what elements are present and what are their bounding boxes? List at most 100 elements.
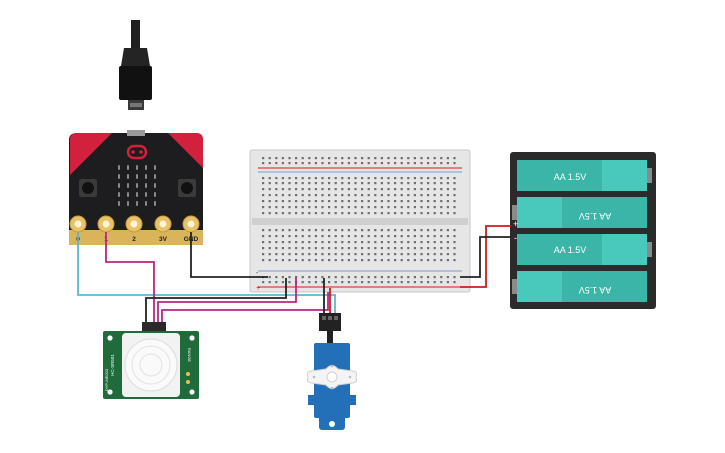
hole	[288, 182, 291, 185]
hole	[308, 200, 311, 203]
pin-3v[interactable]: 3V	[154, 215, 172, 243]
hole	[407, 200, 410, 203]
hole	[433, 177, 436, 180]
hole	[308, 177, 311, 180]
hole	[374, 229, 377, 232]
hole	[314, 253, 317, 256]
hole	[295, 259, 298, 262]
hole	[367, 194, 370, 197]
button-b[interactable]	[178, 179, 196, 197]
pir-sensor[interactable]: HC-SR501 DYP-ME003 RANGE	[103, 322, 199, 399]
hole	[301, 200, 304, 203]
wire-magenta-pir-2[interactable]	[161, 292, 329, 332]
hole	[427, 200, 430, 203]
hole	[446, 241, 449, 244]
battery-pack[interactable]: AA 1.5V AA 1.5V AA 1.5V AA 1.5V + -	[510, 152, 656, 309]
hole	[394, 157, 397, 160]
hole	[413, 162, 416, 165]
hole	[387, 157, 390, 160]
hole	[407, 182, 410, 185]
hole	[308, 235, 311, 238]
hole	[361, 253, 364, 256]
hole	[400, 253, 403, 256]
hole	[400, 200, 403, 203]
wire-black-pir[interactable]	[145, 278, 287, 332]
pin-1[interactable]: 1	[97, 215, 115, 243]
hole	[420, 235, 423, 238]
hole	[308, 206, 311, 209]
hole	[328, 235, 331, 238]
hole	[275, 162, 278, 165]
hole	[453, 229, 456, 232]
hole	[321, 212, 324, 215]
microbit-board[interactable]: 0 1 2 3V GND	[69, 130, 203, 245]
hole	[314, 194, 317, 197]
hole	[380, 276, 383, 279]
hole	[394, 194, 397, 197]
hole	[394, 182, 397, 185]
led-matrix	[118, 165, 156, 206]
breadboard[interactable]: + -	[249, 149, 471, 293]
pin-2-label: 2	[132, 236, 136, 243]
hole	[427, 206, 430, 209]
wire-black-battery[interactable]	[460, 236, 511, 278]
hole	[394, 241, 397, 244]
battery-cell-1-label: AA 1.5V	[554, 172, 587, 182]
hole	[354, 194, 357, 197]
hole	[295, 206, 298, 209]
button-a[interactable]	[79, 179, 97, 197]
rail-minus-label: -	[256, 270, 259, 277]
hole	[341, 259, 344, 262]
hole	[275, 241, 278, 244]
hole	[301, 281, 304, 284]
hole	[275, 259, 278, 262]
wire-magenta-pir[interactable]	[157, 278, 297, 332]
hole	[420, 212, 423, 215]
hole	[380, 188, 383, 191]
hole	[314, 241, 317, 244]
led	[154, 174, 156, 179]
wire-magenta-pin1[interactable]	[105, 232, 155, 332]
hole	[281, 157, 284, 160]
hole	[281, 212, 284, 215]
hole	[328, 206, 331, 209]
hole	[400, 177, 403, 180]
wire-black-gnd[interactable]	[190, 232, 268, 278]
hole	[394, 188, 397, 191]
hole	[295, 188, 298, 191]
hole	[288, 235, 291, 238]
hole	[275, 200, 278, 203]
hole	[413, 229, 416, 232]
hole	[321, 241, 324, 244]
hole	[380, 212, 383, 215]
servo-motor[interactable]	[307, 313, 357, 430]
hole	[321, 162, 324, 165]
hole	[281, 253, 284, 256]
hole	[321, 247, 324, 250]
hole	[301, 253, 304, 256]
hole	[446, 182, 449, 185]
hole	[433, 157, 436, 160]
hole	[341, 188, 344, 191]
hole	[440, 259, 443, 262]
wire-red-battery[interactable]	[460, 225, 511, 288]
hole	[268, 241, 271, 244]
hole	[328, 253, 331, 256]
hole	[380, 177, 383, 180]
hole	[262, 188, 265, 191]
hole	[341, 206, 344, 209]
battery-plus-label: +	[513, 219, 518, 229]
hole	[367, 162, 370, 165]
hole	[295, 200, 298, 203]
hole	[420, 276, 423, 279]
led	[127, 192, 129, 197]
wire-cyan-pin0[interactable]	[77, 232, 336, 318]
hole	[361, 177, 364, 180]
hole	[453, 177, 456, 180]
hole	[268, 188, 271, 191]
hole	[354, 157, 357, 160]
hole	[334, 247, 337, 250]
hole	[268, 157, 271, 160]
pin-2[interactable]: 2	[125, 215, 143, 243]
breadboard-channel	[252, 218, 468, 225]
